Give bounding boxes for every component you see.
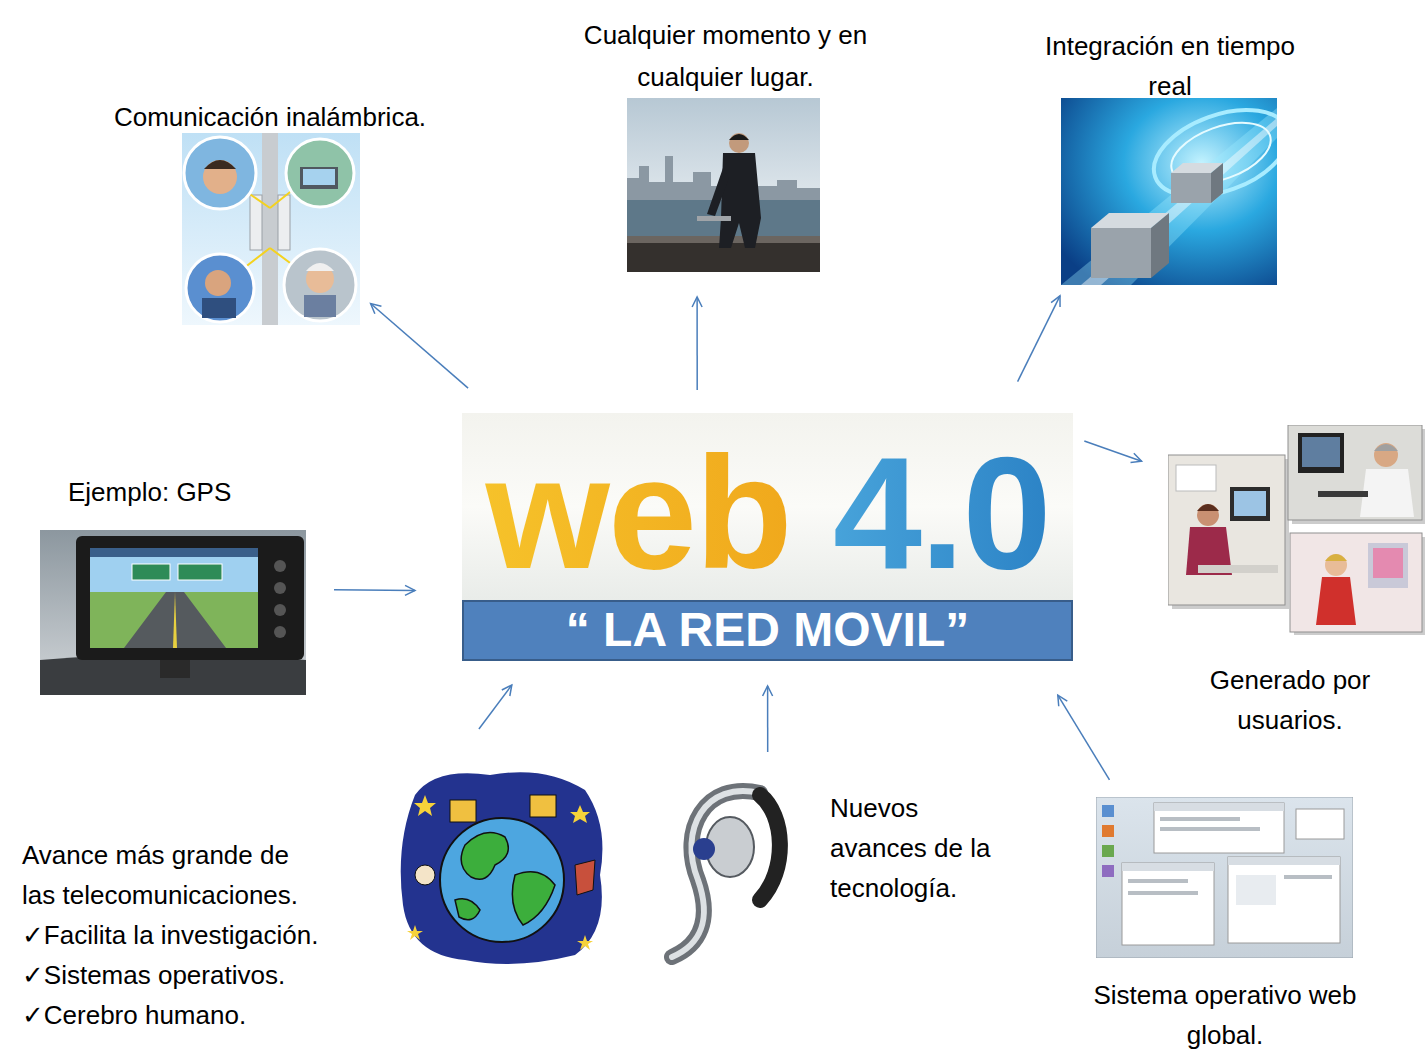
users-picture: [1168, 425, 1425, 635]
caption-text: ✓Sistemas operativos.: [22, 955, 322, 995]
picture-node: Integración en tiempo real: [1061, 98, 1277, 285]
globe-clipart: [395, 765, 610, 970]
connector-arrow: [1084, 441, 1141, 461]
caption-text: ✓Facilita la investigación.: [22, 915, 322, 955]
headset-picture: [660, 775, 800, 965]
connector-arrow: [1018, 296, 1060, 382]
wireless-picture: [182, 133, 360, 325]
picture-node: Generado por usuarios.: [1168, 425, 1422, 632]
caption-text: Ejemplo: GPS: [68, 472, 308, 512]
title-band: [463, 601, 1072, 660]
caption-box: “ LA RED MOVIL”: [462, 602, 1073, 658]
caption-box: Generado por usuarios.: [1180, 660, 1400, 740]
connector-arrow: [479, 685, 512, 729]
caption-box: Avance más grande de las telecomunicacio…: [22, 835, 322, 1035]
band-title: “ LA RED MOVIL”: [462, 602, 1073, 658]
caption-text: Generado por usuarios.: [1180, 660, 1400, 740]
logo-text: web 4.0: [485, 425, 1049, 600]
picture-node: Comunicación inalámbrica.: [182, 133, 360, 325]
caption-text: Nuevos avances de la tecnología.: [830, 788, 1010, 908]
gps-picture: [40, 530, 306, 695]
caption-box: Nuevos avances de la tecnología.: [830, 788, 1010, 908]
connector-arrow: [1058, 695, 1110, 780]
caption-text: Comunicación inalámbrica.: [80, 97, 460, 137]
caption-box: Sistema operativo web global.: [1070, 975, 1380, 1055]
connector-arrow: [767, 686, 769, 752]
caption-box: Cualquier momento y en cualquier lugar.: [553, 14, 898, 98]
picture-node: Ejemplo: GPS: [40, 530, 306, 695]
logo-area: [462, 413, 1073, 600]
picture-node: Cualquier momento y en cualquier lugar.: [627, 98, 820, 272]
caption-text: Sistema operativo web global.: [1070, 975, 1380, 1055]
caption-text: ✓Cerebro humano.: [22, 995, 322, 1035]
caption-box: Ejemplo: GPS: [68, 472, 308, 512]
connector-arrow: [371, 304, 469, 389]
data-stream-picture: [1061, 98, 1277, 285]
picture-node: Nuevos avances de la tecnología.: [660, 775, 800, 965]
caption-box: web 4.0: [462, 425, 1073, 600]
caption-text: Integración en tiempo real: [1030, 26, 1310, 106]
picture-node: Avance más grande de las telecomunicacio…: [395, 765, 610, 970]
connector-arrow: [334, 589, 415, 591]
picture-node: Sistema operativo web global.: [1096, 797, 1353, 958]
connector-arrow: [696, 297, 698, 390]
businessman-picture: [627, 98, 820, 272]
caption-box: Comunicación inalámbrica.: [80, 97, 460, 137]
caption-text: Avance más grande de las telecomunicacio…: [22, 835, 322, 915]
caption-text: Cualquier momento y en cualquier lugar.: [553, 14, 898, 98]
web-os-screenshot: [1096, 797, 1353, 958]
central-node: web 4.0“ LA RED MOVIL”: [462, 413, 1073, 661]
caption-box: Integración en tiempo real: [1030, 26, 1310, 106]
